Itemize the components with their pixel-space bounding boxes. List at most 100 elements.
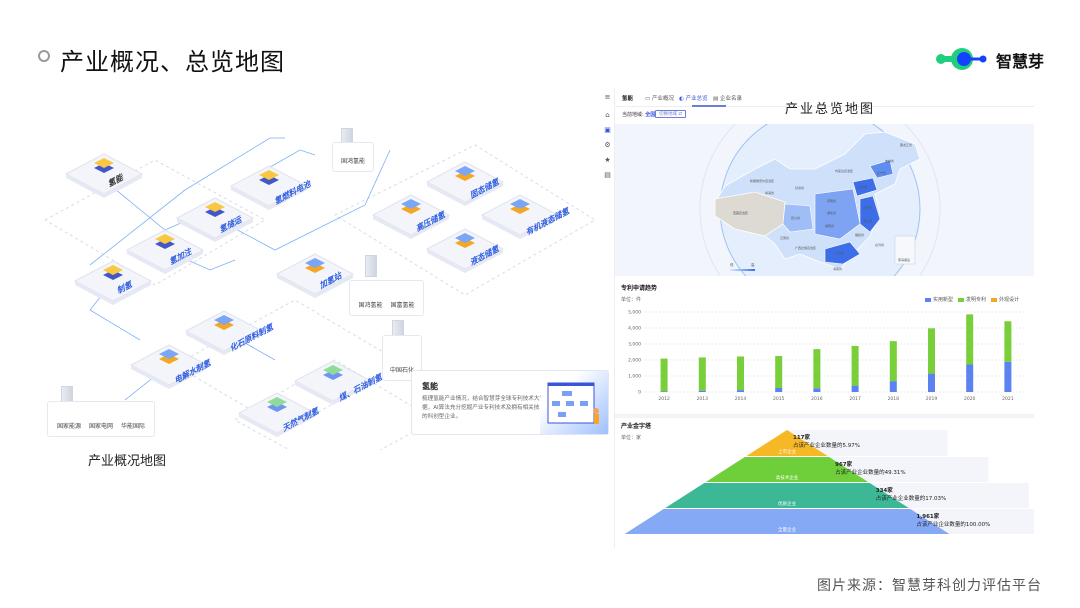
industry-node[interactable]	[184, 310, 264, 355]
industry-node[interactable]	[425, 161, 505, 206]
layer-icon	[510, 199, 530, 209]
level-count: 117家	[793, 435, 810, 441]
breadcrumb[interactable]: 氢能	[622, 96, 634, 102]
layer-icon	[323, 365, 343, 375]
province-label: 吉林省	[885, 158, 894, 163]
province-label: 西藏自治区	[733, 210, 748, 215]
x-tick-label: 2014	[735, 396, 747, 402]
info-title: 氢能	[422, 382, 438, 391]
layer-icon	[205, 202, 225, 212]
industry-node[interactable]	[275, 253, 355, 298]
layer-icon	[94, 158, 114, 168]
china-heat-map[interactable]: 黑龙江省 吉林省 辽宁省 内蒙古自治区 新疆维吾尔自治区 西藏自治区 青海省 甘…	[615, 88, 1034, 330]
dashed-region	[333, 144, 596, 296]
province-label: 辽宁省	[877, 170, 886, 175]
sidebar: ≡ ⌂ ▣ ⚙ ★ ▤	[600, 88, 615, 548]
province-label: 浙江省	[863, 218, 872, 223]
map-legend-bar	[730, 269, 755, 271]
province-label: 湖南省	[825, 223, 834, 228]
document-icon[interactable]: ▤	[604, 171, 611, 179]
tab-label: 企业名录	[719, 96, 742, 102]
flowchart-illustration	[540, 371, 608, 434]
pyramid-level[interactable]	[624, 509, 950, 534]
connector-line	[214, 149, 391, 251]
tab-industry-summary[interactable]: ◐ 产业总览	[679, 94, 708, 102]
y-tick-label: 4,000	[628, 326, 641, 332]
industry-node[interactable]	[237, 392, 317, 437]
y-tick-label: 1,000	[628, 374, 641, 380]
pyramid-level[interactable]	[705, 457, 869, 482]
pyramid-unit: 单位：家	[621, 435, 642, 441]
industry-node[interactable]	[73, 260, 153, 305]
layer-icon	[103, 265, 123, 275]
legend-invention[interactable]: 发明专利	[958, 296, 986, 303]
province-label: 甘肃省	[795, 185, 804, 190]
layer-icon	[214, 315, 234, 325]
industry-node[interactable]	[129, 344, 209, 389]
x-tick-label: 2013	[697, 396, 709, 402]
filter-value: 全国	[645, 112, 656, 118]
legend-utility[interactable]: 实用新型	[925, 296, 953, 303]
tab-label: 产业总览	[685, 96, 708, 102]
company-name: 国富氢能	[390, 302, 415, 309]
level-share: 占该产业企业数量的17.03%	[875, 496, 947, 502]
legend-swatch	[991, 297, 997, 302]
industry-node[interactable]	[175, 197, 255, 242]
caption-summary-map: 产业总览地图	[785, 102, 876, 117]
map-central	[814, 188, 861, 240]
bar-实用新型	[889, 381, 897, 392]
pyramid-level-info: 1,961家占该产业企业数量的100.00%	[916, 513, 990, 529]
active-tab-indicator	[692, 105, 726, 107]
source-footer: 图片来源：智慧芽科创力评估平台	[817, 578, 1042, 594]
industry-node[interactable]	[293, 360, 373, 405]
legend-design[interactable]: 外观设计	[991, 296, 1019, 303]
bar-发明专利	[1004, 321, 1012, 362]
tab-industry-overview[interactable]: ▭ 产业概况	[645, 94, 674, 102]
industry-pyramid-panel: 产业金字塔 单位：家 上市企业高技术企业优质企业全量企业 117家占该产业企业数…	[615, 414, 1034, 546]
connector-line	[89, 189, 186, 266]
layer-icon	[267, 397, 287, 407]
y-tick-label: 5,000	[628, 310, 641, 316]
home-icon[interactable]: ⌂	[605, 111, 610, 119]
province-label: 云南省	[780, 235, 789, 240]
caption-overview-map: 产业概况地图	[88, 454, 167, 469]
menu-toggle-icon[interactable]: ≡	[604, 93, 611, 101]
industry-node[interactable]	[425, 228, 505, 273]
star-icon[interactable]: ★	[604, 156, 611, 164]
level-share: 占该产业企业数量的49.31%	[835, 470, 906, 476]
x-tick-label: 2021	[1002, 396, 1014, 402]
pyramid-label-band	[910, 509, 1034, 534]
industry-node[interactable]	[64, 153, 144, 198]
province-label: 海南省	[833, 266, 842, 271]
layer-icon	[401, 199, 421, 209]
switch-region-button[interactable]: 切换地域 ⇄	[655, 110, 687, 118]
map-liaoning	[869, 159, 894, 179]
pyramid-level[interactable]	[665, 483, 909, 508]
pyramid-level[interactable]	[746, 430, 828, 456]
industry-node[interactable]	[125, 229, 205, 274]
x-tick-label: 2019	[926, 396, 938, 402]
industry-node[interactable]	[480, 194, 560, 239]
level-count: 334家	[875, 488, 893, 494]
industry-node[interactable]	[229, 165, 309, 210]
pyramid-title: 产业金字塔	[621, 423, 652, 430]
company-name: 国鸿氢能	[358, 302, 383, 309]
tab-company-list[interactable]: ▤ 企业名录	[713, 94, 742, 102]
level-share: 占该产业企业数量的100.00%	[916, 522, 991, 528]
province-label: 河南省	[827, 198, 836, 203]
legend-label: 实用新型	[933, 297, 954, 303]
bar-实用新型	[737, 390, 744, 392]
settings-icon[interactable]: ⚙	[604, 141, 611, 149]
industry-node[interactable]	[371, 194, 451, 239]
zhihuiya-logo	[936, 48, 987, 70]
province-label: 新疆维吾尔自治区	[750, 178, 774, 183]
layer-icon	[155, 234, 175, 244]
company-box-fuelcell: 国鸿氢能	[332, 142, 374, 172]
chart-icon[interactable]: ▣	[604, 126, 611, 134]
company-name: 国鸿氢能	[340, 158, 365, 165]
bar-发明专利	[813, 349, 821, 389]
x-tick-label: 2012	[658, 396, 670, 402]
bar-实用新型	[851, 385, 859, 392]
